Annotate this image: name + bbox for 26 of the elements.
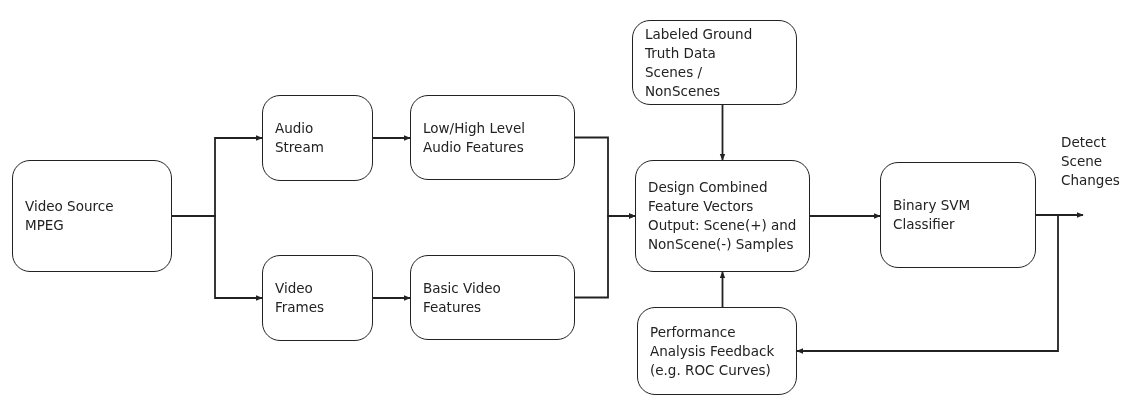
node-text: Labeled Ground Truth Data Scenes / NonScenes	[645, 24, 754, 101]
arrow	[809, 213, 881, 219]
process-box	[12, 160, 172, 272]
node-text: Binary SVM Classifier	[893, 196, 972, 234]
arrow	[372, 135, 411, 141]
node-text: Design Combined Feature Vectors Output: Scene(+) and NonScene(-) Samples	[648, 178, 797, 254]
arrow	[372, 295, 411, 301]
process-box	[632, 20, 797, 105]
node-text: Audio Stream	[275, 119, 325, 157]
arrow	[719, 104, 726, 161]
node-text: Low/High Level Audio Features	[423, 118, 527, 157]
arrow	[574, 213, 636, 299]
arrow	[796, 214, 1059, 354]
process-box	[635, 160, 810, 272]
node-text: Video Source MPEG	[25, 197, 115, 235]
process-box	[410, 255, 575, 340]
process-box	[410, 95, 575, 180]
arrow	[171, 215, 263, 301]
process-box	[880, 162, 1036, 268]
process-box	[262, 255, 373, 341]
node-text: Basic Video Features	[423, 278, 502, 317]
process-box	[637, 307, 797, 395]
node-text: Video Frames	[275, 279, 326, 317]
node-text: Performance Analysis Feedback (e.g. ROC Curves)	[650, 322, 776, 380]
process-box	[262, 95, 373, 181]
arrow	[719, 271, 726, 308]
